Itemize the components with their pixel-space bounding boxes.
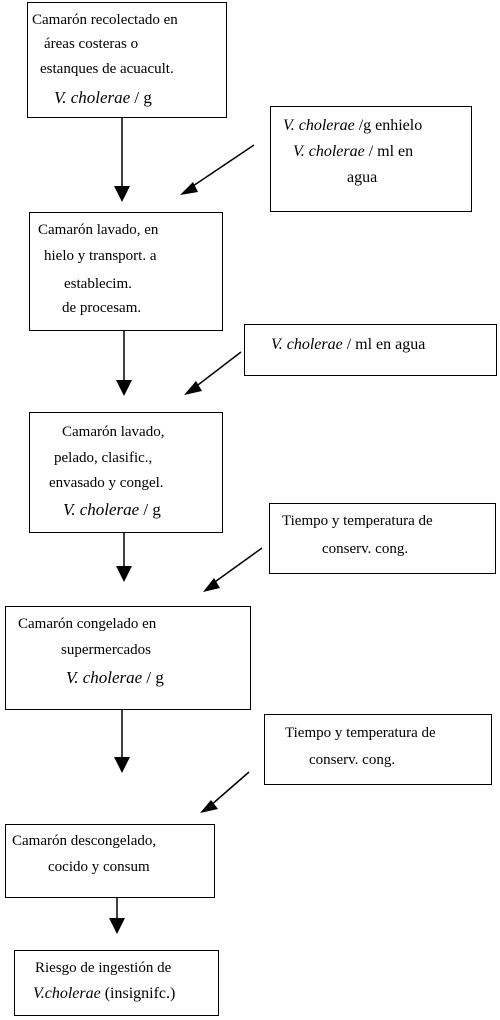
factor-3-line-2: conserv. cong. [322,541,409,557]
flow-arrow-1-head [114,186,130,202]
step-1-line-3: estanques de acuacult. [40,61,174,77]
step-box-1-harvested-shrimp: Camarón recolectado en áreas costeras o … [27,2,227,118]
step-3-line-1: Camarón lavado, [62,424,165,440]
step-1-line-4: V. cholerae / g [54,89,152,107]
step-4-line-1: Camarón congelado en [18,616,157,632]
factor-arrow-2-head [184,381,202,395]
factor-1-line-1: V. cholerae /g enhielo [283,117,422,135]
unit-text: / g [142,668,164,687]
organism-name: V. cholerae [293,143,365,160]
step-1-line-2: áreas costeras o [44,36,139,52]
organism-name: V. cholerae [63,500,140,519]
factor-4-line-1: Tiempo y temperatura de [285,725,436,741]
step-box-4-supermarket: Camarón congelado en supermercados V. ch… [5,606,251,710]
step-3-line-2: pelado, clasific., [54,450,153,466]
unit-text: / ml en [364,143,414,160]
factor-box-2-water-load: V. cholerae / ml en agua [244,324,497,376]
factor-arrow-4-head [200,800,218,813]
factor-arrow-4-shaft [209,771,250,807]
step-box-5-thawed-cooked: Camarón descongelado, cocido y consum [5,824,215,898]
step-4-line-3: V. cholerae / g [66,669,164,687]
flow-arrow-3-head [116,566,132,582]
factor-box-1-ice-water-load: V. cholerae /g enhielo V. cholerae / ml … [270,106,472,212]
factor-box-4-storage-time-temp: Tiempo y temperatura de conserv. cong. [264,714,492,785]
unit-text: /g enhielo [354,117,423,134]
organism-name: V. cholerae [66,668,143,687]
organism-name: V.cholerae [33,985,101,1002]
step-3-line-4: V. cholerae / g [63,501,161,519]
step-6-line-1: Riesgo de ingestión de [35,960,172,976]
step-3-line-3: envasado y congel. [49,475,164,491]
organism-name: V. cholerae [54,88,131,107]
unit-text: / ml en agua [342,336,426,353]
factor-1-line-3: agua [347,169,378,186]
step-box-2-washed-transported: Camarón lavado, en hielo y transport. a … [29,212,223,331]
flow-arrow-2-head [116,380,132,396]
step-box-3-processed-frozen: Camarón lavado, pelado, clasific., envas… [29,412,223,533]
factor-box-3-storage-time-temp: Tiempo y temperatura de conserv. cong. [269,503,496,574]
step-5-line-2: cocido y consum [48,859,150,875]
factor-arrow-3-shaft [211,547,263,585]
unit-text: / g [130,88,152,107]
factor-1-line-2: V. cholerae / ml en [293,143,413,161]
factor-arrow-3-head [203,578,220,592]
step-2-line-2: hielo y transport. a [44,248,157,264]
flow-arrow-4-head [114,757,130,773]
organism-name: V. cholerae [271,336,343,353]
step-2-line-4: de procesam. [62,300,142,316]
step-5-line-1: Camarón descongelado, [12,833,157,849]
step-2-line-3: establecim. [64,276,132,292]
step-6-line-2: V.cholerae (insignifc.) [33,985,175,1003]
step-2-line-1: Camarón lavado, en [38,222,159,238]
factor-4-line-2: conserv. cong. [309,752,396,768]
unit-text: / g [139,500,161,519]
factor-2-line-1: V. cholerae / ml en agua [271,336,425,354]
factor-3-line-1: Tiempo y temperatura de [282,513,433,529]
step-1-line-1: Camarón recolectado en [32,12,178,28]
flow-arrow-5-head [109,918,125,934]
factor-arrow-1-shaft [189,144,255,189]
step-4-line-2: supermercados [61,642,151,658]
factor-arrow-2-shaft [193,351,242,389]
organism-name: V. cholerae [283,117,355,134]
step-box-6-risk: Riesgo de ingestión de V.cholerae (insig… [14,950,219,1016]
unit-text: (insignifc.) [100,985,176,1002]
factor-arrow-1-head [180,182,198,195]
